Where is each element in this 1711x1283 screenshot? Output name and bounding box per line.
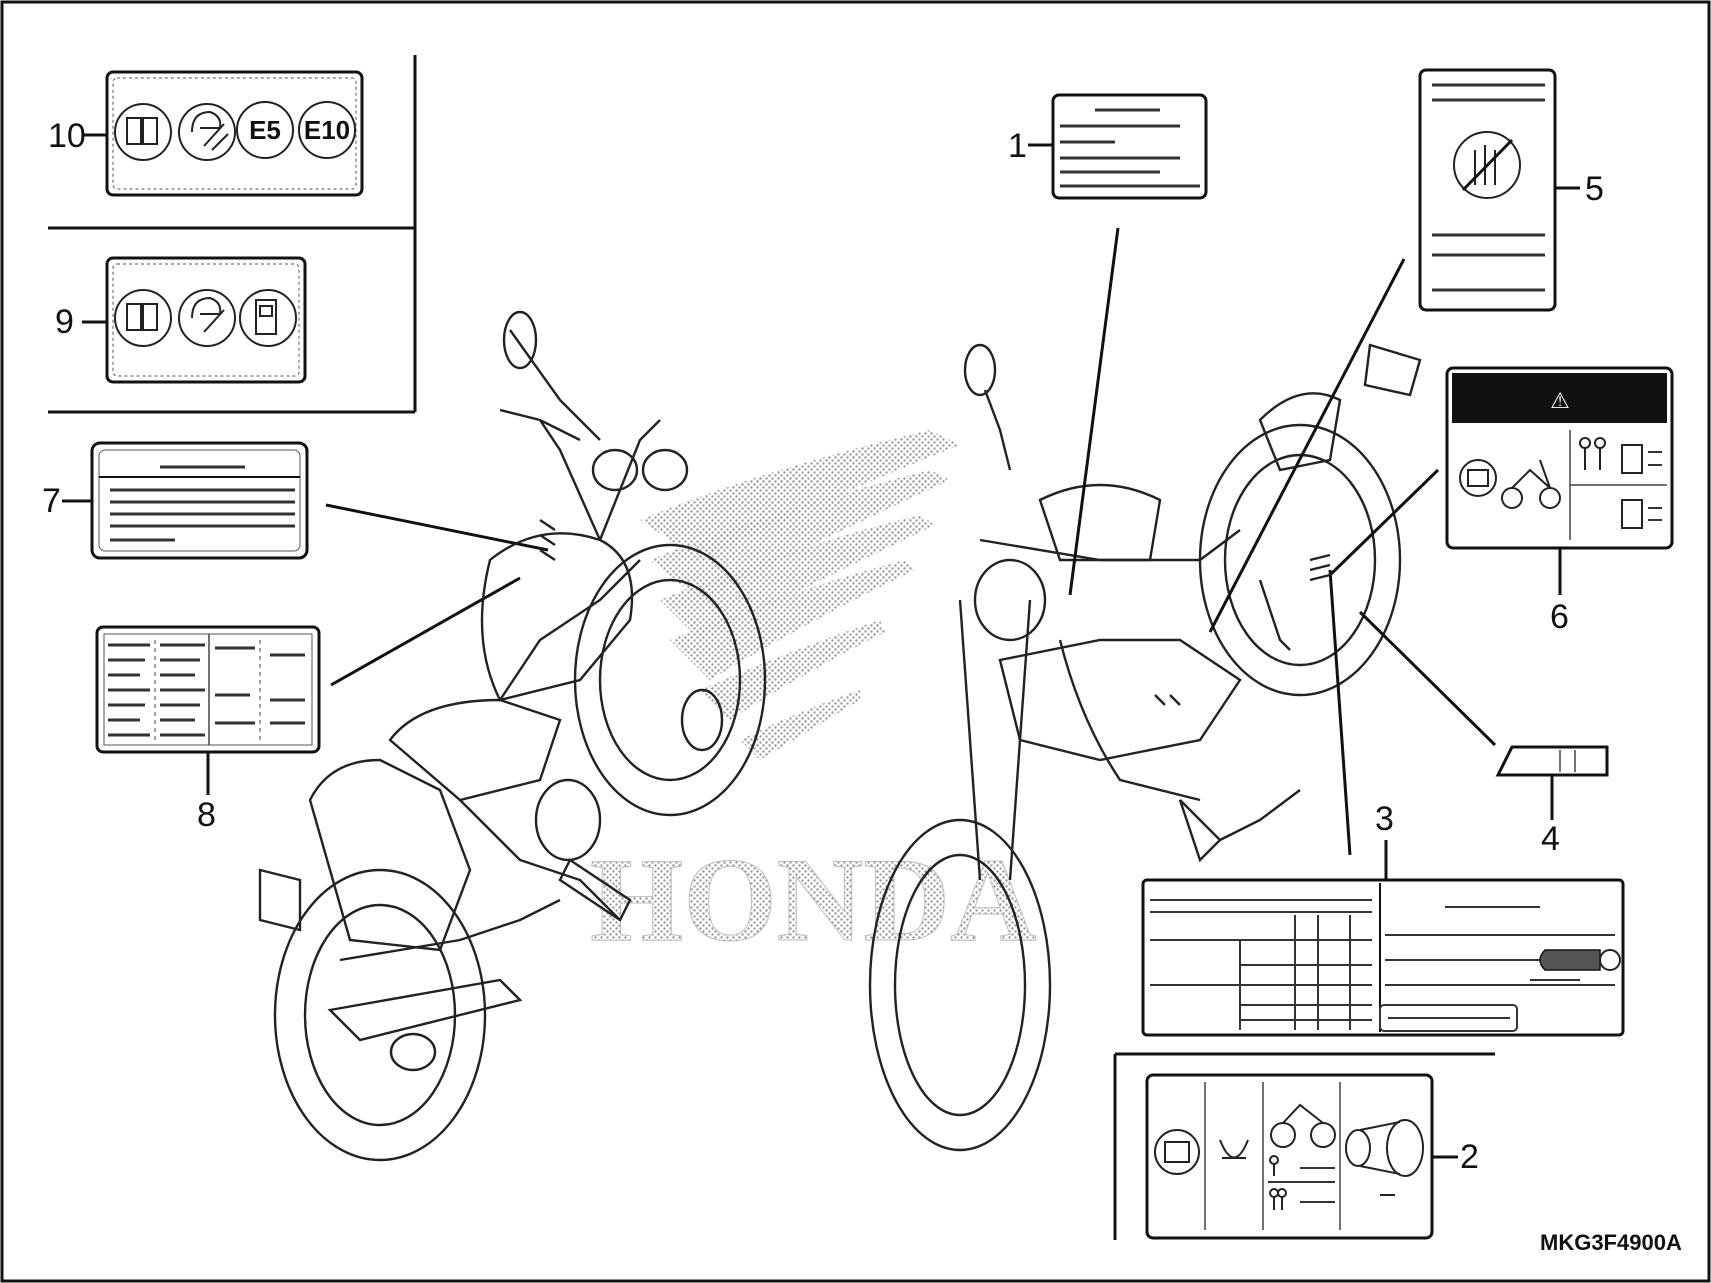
callout-9: 9: [55, 303, 74, 341]
warning-triangle-icon: ⚠: [1550, 389, 1570, 414]
manual-book-icon: [1459, 459, 1497, 497]
callout-8: 8: [197, 796, 216, 834]
fuel-pump-icon: [239, 289, 297, 347]
honda-wing-watermark: HONDA: [590, 430, 1037, 967]
label-5[interactable]: [1418, 68, 1557, 312]
label-6[interactable]: ⚠: [1445, 366, 1674, 550]
frame-dividers: [48, 55, 1495, 1240]
e5-fuel-icon: E5: [236, 101, 294, 159]
person-icon: [1269, 1155, 1287, 1210]
callout-1: 1: [1008, 127, 1027, 165]
motorcycle-rear-view: [258, 310, 767, 1162]
helmet-tools-icon: [178, 103, 236, 161]
svg-text:E5: E5: [249, 115, 281, 145]
chain-icon: [1345, 1119, 1424, 1196]
callout-4: 4: [1541, 820, 1560, 858]
motorcycle-icon: [1501, 459, 1561, 509]
manual-book-icon: [114, 103, 172, 161]
callout-6: 6: [1550, 598, 1569, 636]
label-3[interactable]: [1141, 878, 1625, 1037]
luggage-icon: [1621, 444, 1643, 529]
diagram-code: MKG3F4900A: [1540, 1230, 1682, 1255]
helmet-tools-icon: [178, 289, 236, 347]
callout-10: 10: [48, 117, 86, 155]
motorcycle-front-view: [868, 343, 1422, 1152]
callout-7: 7: [42, 482, 61, 520]
tire-icon: [1219, 1139, 1249, 1159]
svg-text:E10: E10: [304, 115, 350, 145]
callout-2: 2: [1460, 1138, 1479, 1176]
person-icon: [1579, 437, 1606, 470]
label-4[interactable]: [1495, 745, 1609, 777]
label-2[interactable]: [1145, 1073, 1434, 1240]
manual-book-icon: [1154, 1129, 1200, 1175]
label-1[interactable]: [1051, 93, 1208, 200]
callout-3: 3: [1375, 800, 1394, 838]
callout-5: 5: [1585, 170, 1604, 208]
honda-watermark-text: HONDA: [590, 833, 1037, 966]
label-10[interactable]: E5 E10: [105, 70, 364, 197]
label-7[interactable]: [90, 441, 309, 560]
label-9[interactable]: [105, 256, 307, 384]
e10-fuel-icon: E10: [298, 101, 356, 159]
motorcycle-icon: [1270, 1103, 1336, 1148]
manual-book-icon: [114, 289, 172, 347]
no-hand-icon: [1453, 131, 1521, 199]
label-8[interactable]: [95, 625, 321, 754]
